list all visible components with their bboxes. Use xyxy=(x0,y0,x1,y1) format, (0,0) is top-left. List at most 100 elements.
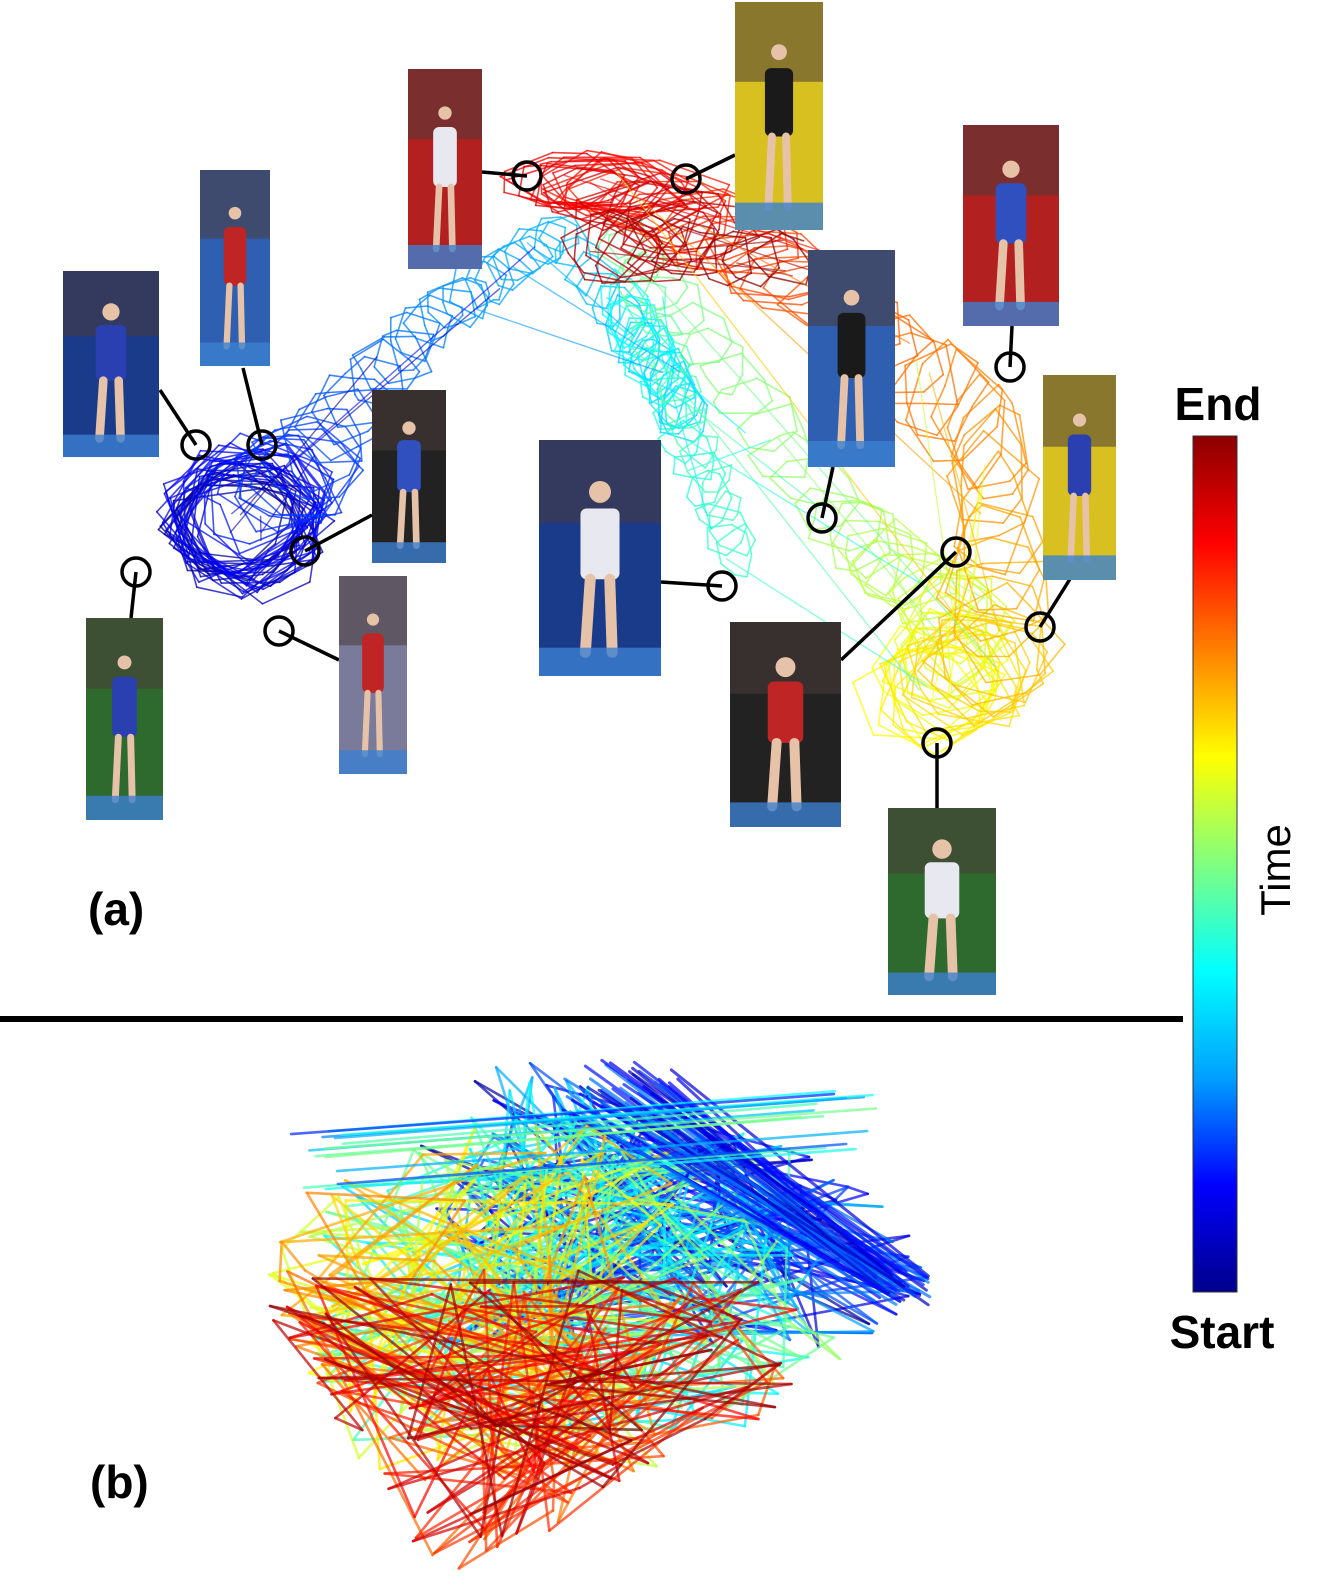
trajectory-segment xyxy=(169,473,224,500)
trajectory-segment xyxy=(707,547,728,557)
trajectory-segment xyxy=(585,254,622,279)
trajectory-segment xyxy=(807,537,850,552)
figure-legs xyxy=(764,132,792,212)
trajectory-segment xyxy=(708,530,721,547)
trajectory-segment xyxy=(713,472,727,504)
trajectory-segment xyxy=(594,217,608,249)
trajectory-segment xyxy=(650,202,691,220)
trajectory-segment xyxy=(317,1376,793,1386)
trajectory-segment xyxy=(528,252,542,269)
figure-legs xyxy=(361,689,383,758)
thumbnail-connectors xyxy=(120,153,1072,808)
trajectory-segment xyxy=(613,209,653,230)
trajectory-segment xyxy=(317,1254,436,1263)
trajectory-segment xyxy=(747,454,764,478)
trajectory-segment xyxy=(736,414,753,430)
trajectory-segment xyxy=(964,501,979,527)
trajectory-segment xyxy=(489,300,501,306)
trajectory-segment xyxy=(864,584,892,607)
trajectory-segment xyxy=(715,541,722,565)
trajectory-segment xyxy=(953,405,973,443)
trajectory-segment xyxy=(594,250,624,270)
trajectory-segment xyxy=(687,319,705,335)
trajectory-segment xyxy=(610,273,620,280)
trajectory-segment xyxy=(517,194,548,207)
trajectory-segment xyxy=(769,477,792,500)
trajectory-segment xyxy=(960,444,965,487)
trajectory-segment xyxy=(1013,641,1020,669)
trajectory-segment xyxy=(614,305,628,335)
trajectory-segment xyxy=(844,519,880,523)
trajectory-segment xyxy=(334,1289,491,1420)
thumbnail-floor xyxy=(1043,555,1116,580)
trajectory-segment xyxy=(323,1358,613,1480)
trajectory-segment xyxy=(545,1383,777,1409)
trajectory-segment xyxy=(589,250,786,272)
trajectory-segment xyxy=(989,693,1027,704)
trajectory-segment xyxy=(695,211,719,252)
trajectory-segment xyxy=(994,408,1023,446)
trajectory-segment xyxy=(951,461,964,521)
trajectory-segment xyxy=(594,264,603,284)
trajectory-segment xyxy=(651,338,669,355)
trajectory-segment xyxy=(575,286,588,305)
figure-body xyxy=(433,127,457,187)
figure-body xyxy=(767,681,804,743)
trajectory-segment xyxy=(563,202,631,210)
gymnast-frame-thumbnail xyxy=(86,618,163,820)
trajectory-segment xyxy=(695,376,702,393)
trajectory-segment xyxy=(315,1153,425,1283)
trajectory-segment xyxy=(736,428,750,449)
trajectory-segment xyxy=(540,216,562,220)
figure-head xyxy=(366,613,380,626)
trajectory-segment xyxy=(680,363,694,372)
trajectory-segment xyxy=(177,530,248,587)
trajectory-segment xyxy=(575,272,587,288)
trajectory-segment xyxy=(474,308,664,374)
trajectory-segment xyxy=(614,170,999,672)
trajectory-segment xyxy=(334,1416,364,1432)
trajectory-segment xyxy=(330,446,358,462)
trajectory-segment xyxy=(262,562,313,591)
thumbnail-floor xyxy=(730,802,841,827)
trajectory-segment xyxy=(1025,672,1046,694)
trajectory-segment xyxy=(280,1240,307,1272)
trajectory-segment xyxy=(700,434,719,439)
trajectory-segment xyxy=(563,1077,894,1283)
trajectory-segment xyxy=(650,260,673,275)
trajectory-segment xyxy=(185,486,221,506)
trajectory-segment xyxy=(360,367,372,390)
trajectory-segment xyxy=(968,625,1016,644)
trajectory-segment xyxy=(582,271,626,283)
trajectory-segment xyxy=(953,569,958,638)
connector-line xyxy=(685,153,736,181)
trajectory-segment xyxy=(698,402,706,423)
trajectory-segment xyxy=(286,1270,422,1337)
trajectory-segment xyxy=(688,361,721,366)
trajectory-segment xyxy=(204,523,253,571)
trajectory-segment xyxy=(491,245,505,258)
trajectory-segment xyxy=(776,436,942,636)
trajectory-segment xyxy=(981,504,1022,519)
trajectory-segment xyxy=(729,229,740,253)
trajectory-segment xyxy=(977,607,1018,611)
trajectory-segment xyxy=(661,219,687,247)
figure-legs xyxy=(1067,492,1091,563)
figure-body xyxy=(837,312,866,379)
trajectory-segment xyxy=(368,1308,382,1471)
trajectory-segment xyxy=(921,725,984,735)
figure-body xyxy=(397,440,421,493)
trajectory-segment xyxy=(622,1171,707,1259)
trajectory-segment xyxy=(979,630,1017,642)
trajectory-segment xyxy=(673,217,715,230)
trajectory-segment xyxy=(622,243,664,256)
trajectory-segment xyxy=(613,251,647,284)
trajectory-segment xyxy=(956,361,979,408)
trajectory-segment xyxy=(882,527,928,544)
figure-head xyxy=(102,303,120,321)
trajectory-segment xyxy=(353,1285,474,1365)
trajectory-segment xyxy=(902,728,923,735)
trajectory-segment xyxy=(891,355,917,389)
trajectory-segment xyxy=(736,497,742,516)
trajectory-segment xyxy=(163,492,190,551)
